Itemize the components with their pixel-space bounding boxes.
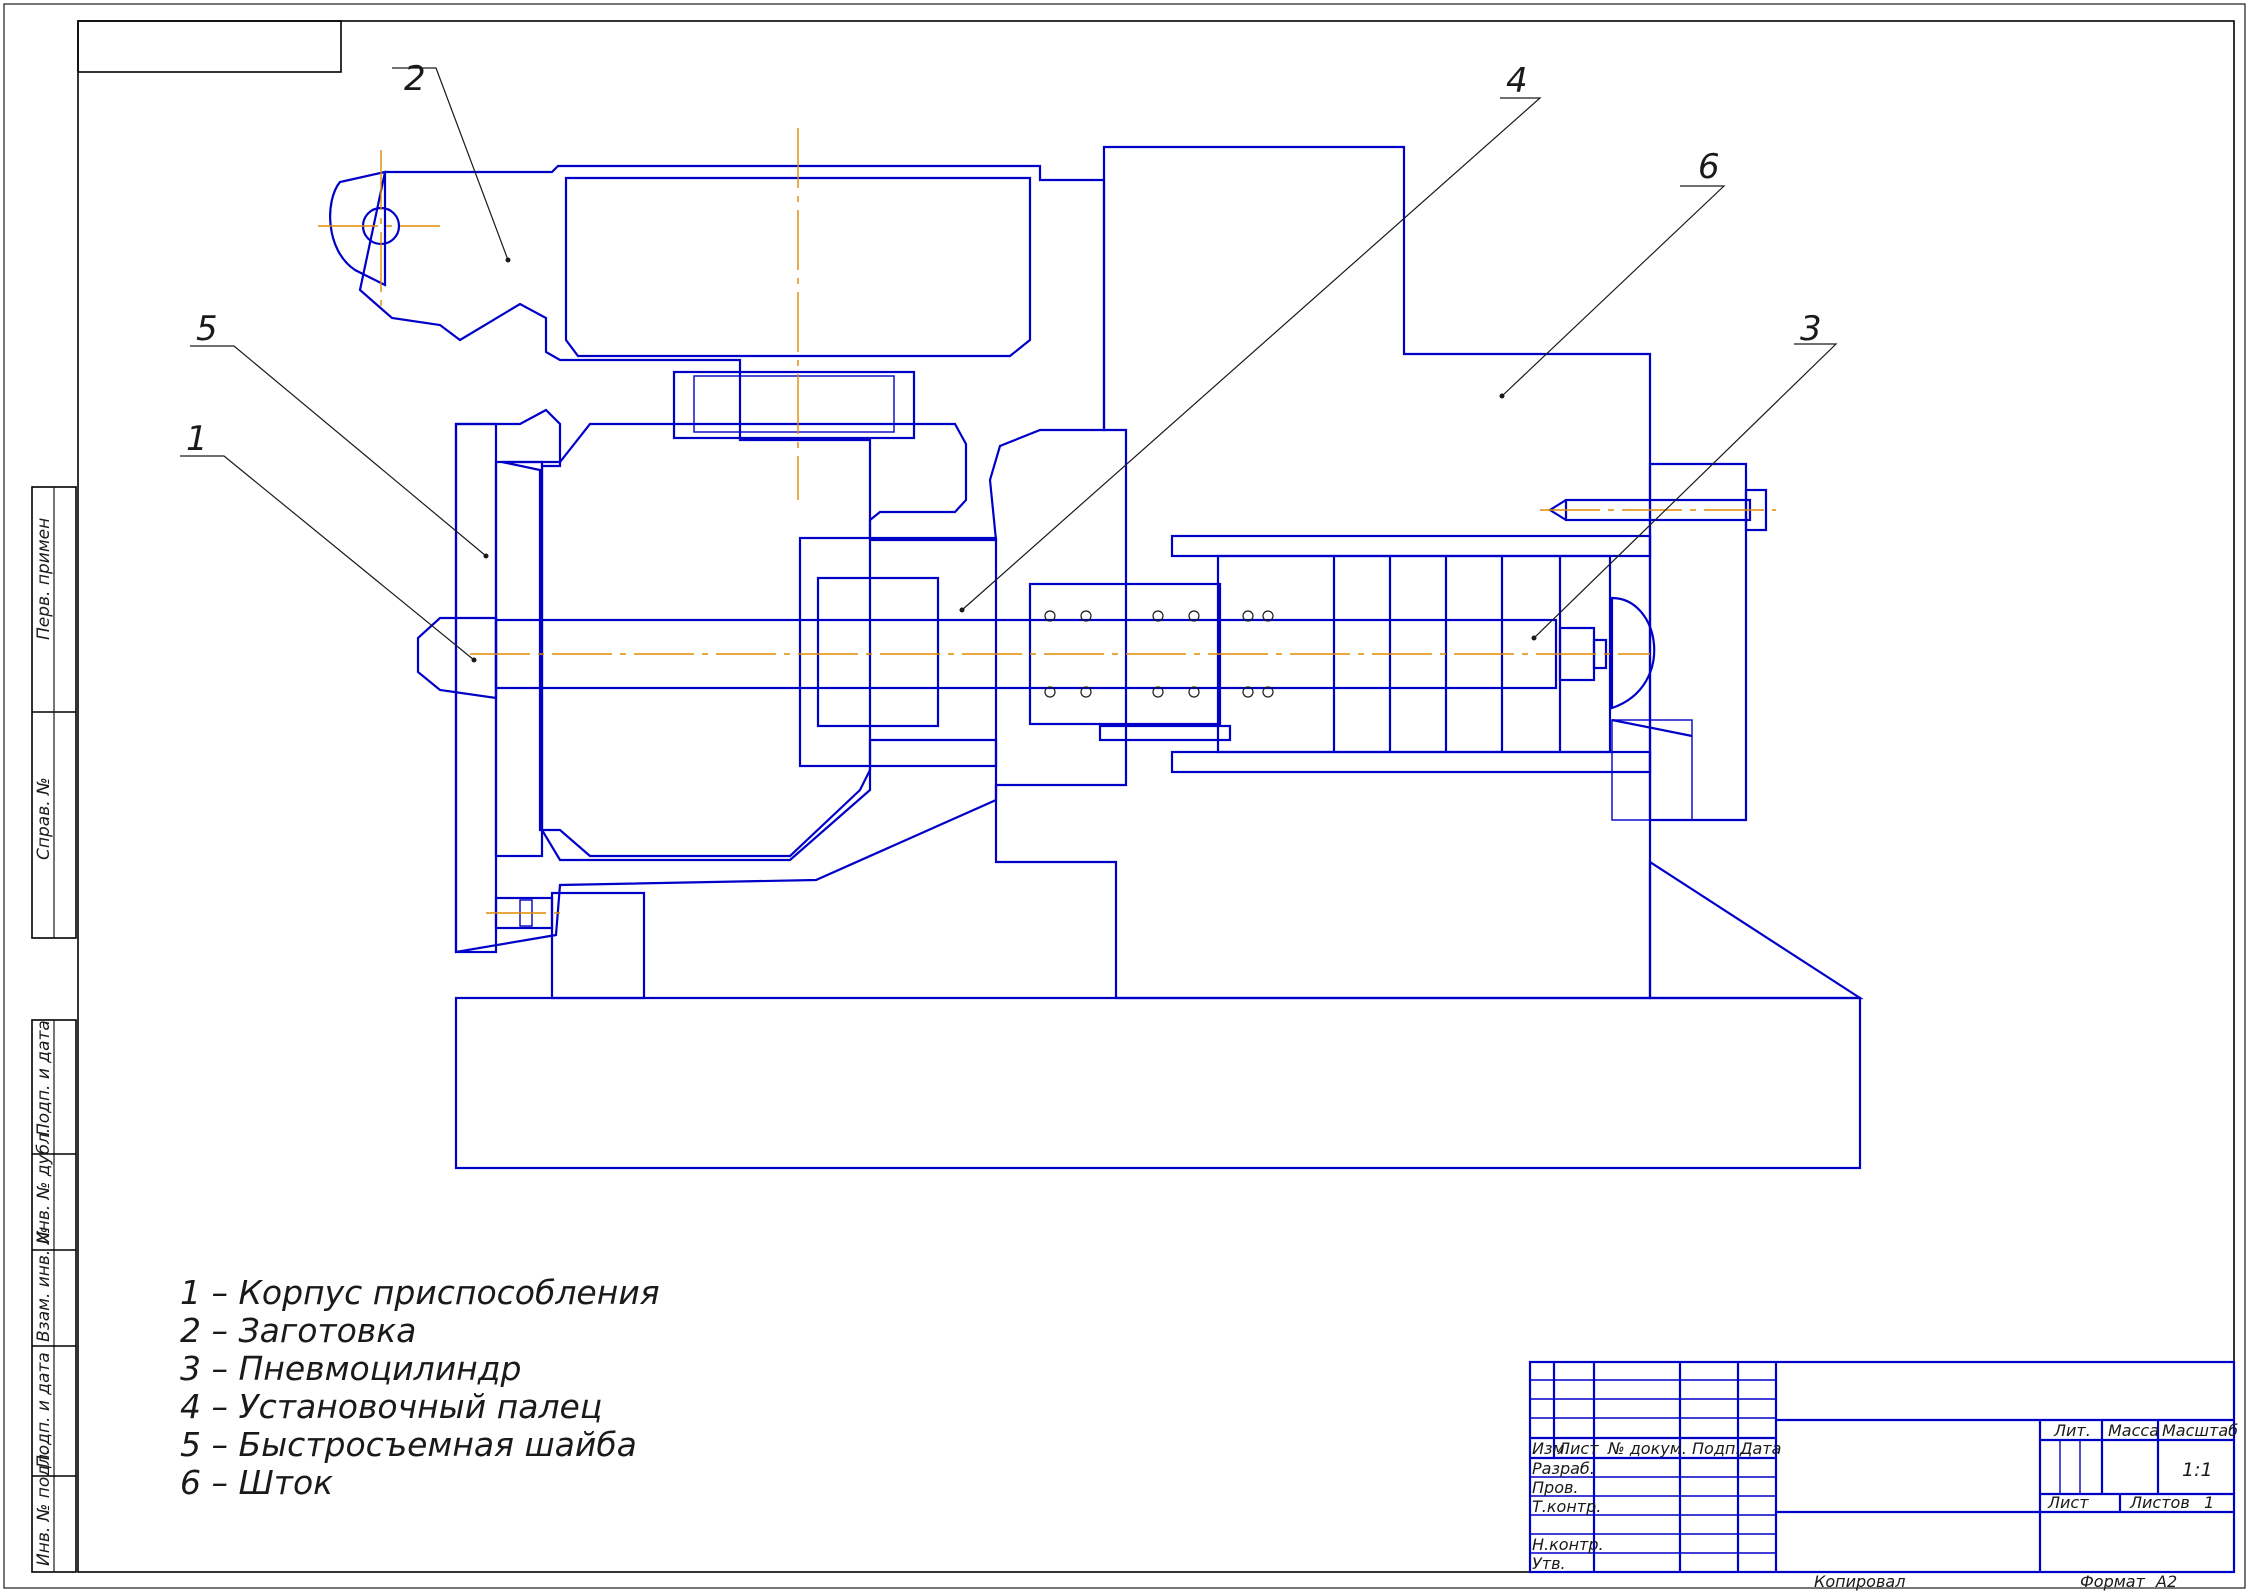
legend-item-1: 1 – Корпус приспособления <box>180 1273 660 1312</box>
callout-6: 1 <box>186 419 208 459</box>
top-left-stamp-box <box>77 20 342 73</box>
col-dokum: № докум. <box>1607 1439 1687 1458</box>
listov-label: Листов <box>2129 1493 2190 1512</box>
side-podp-data-bottom: Подп. и дата <box>34 1352 54 1468</box>
base-plate <box>454 996 1862 1170</box>
col-izm: Изм. <box>1532 1439 1570 1458</box>
scale-value: 1:1 <box>2182 1459 2213 1481</box>
legend-item-2: 2 – Заготовка <box>180 1311 416 1350</box>
legend-item-3: 3 – Пневмоцилиндр <box>180 1349 522 1388</box>
cylinder-bore-lower-liner <box>1170 750 1652 774</box>
side-stamp: Перв. примен Справ. № Подп. и дата Инв. … <box>31 486 77 1573</box>
col-list: Лист <box>1557 1439 1599 1458</box>
workpiece-bore <box>564 176 1032 358</box>
callout-5: 5 <box>196 309 218 349</box>
fixture-body <box>994 145 1652 1000</box>
spring-coils <box>1044 610 1274 698</box>
cylinder-end-cap <box>1648 462 1748 822</box>
outer-frame <box>3 3 2246 1589</box>
row-nkontr: Н.контр. <box>1532 1535 1604 1554</box>
workpiece-lug <box>329 170 387 287</box>
col-podp: Подп. <box>1692 1439 1740 1458</box>
leader-lines <box>180 67 1838 663</box>
row-razrab: Разраб. <box>1532 1459 1595 1478</box>
side-perv-primen: Перв. примен <box>34 518 54 640</box>
legend-item-4: 4 – Установочный палец <box>180 1387 602 1426</box>
guide-pin <box>1098 724 1232 742</box>
title-block: Изм. Лист № докум. Подп. Дата Разраб. Пр… <box>1528 1360 2238 1591</box>
lit-header: Лит. <box>2053 1421 2091 1440</box>
col-data: Дата <box>1739 1439 1781 1458</box>
legend-item-5: 5 – Быстросъемная шайба <box>180 1425 637 1464</box>
locating-pin-bushing <box>798 536 998 768</box>
angle-support <box>1648 859 1864 1000</box>
callout-4: 4 <box>1506 61 1528 101</box>
format-label: Формат <box>2080 1572 2146 1591</box>
listov-value: 1 <box>2204 1493 2214 1512</box>
list-label: Лист <box>2047 1493 2089 1512</box>
end-cap-dome <box>1610 596 1656 710</box>
side-inv-dubl: Инв. № дубл. <box>34 1128 54 1244</box>
cavity-wall-liner <box>494 460 544 858</box>
workpiece-lower <box>454 408 998 954</box>
side-podp-data-top: Подп. и дата <box>34 1020 54 1136</box>
masshtab-header: Масштаб <box>2162 1421 2238 1440</box>
end-cap-recess <box>1611 719 1693 821</box>
bushing-bore <box>816 576 940 728</box>
row-utv: Утв. <box>1532 1554 1566 1573</box>
callout-1: 6 <box>1698 147 1720 187</box>
workpiece-cavity <box>501 422 968 858</box>
legend-item-6: 6 – Шток <box>180 1463 333 1502</box>
workpiece-upper <box>358 164 1106 542</box>
kopiroval: Копировал <box>1814 1572 1905 1591</box>
callout-2: 2 <box>404 59 426 99</box>
cylinder-bore-upper-liner <box>1170 534 1652 558</box>
parts-legend: 1 – Корпус приспособления 2 – Заготовка … <box>180 1273 660 1502</box>
row-tkontr: Т.контр. <box>1532 1497 1601 1516</box>
lower-support <box>550 891 646 1000</box>
callout-3: 3 <box>1800 309 1822 349</box>
bore-step <box>672 370 916 440</box>
massa-header: Масса <box>2108 1421 2159 1440</box>
format-value: A2 <box>2155 1572 2177 1591</box>
end-cap-slope <box>1611 718 1693 738</box>
row-prov: Пров. <box>1532 1478 1579 1497</box>
side-inv-podl: Инв. № подл. <box>34 1449 54 1566</box>
quick-release-washer <box>454 422 498 954</box>
stem-nose <box>416 616 498 700</box>
side-vzam-inv: Взам. инв. № <box>34 1227 54 1342</box>
inner-frame <box>77 20 2235 1573</box>
bore-step-inner <box>693 375 895 433</box>
side-sprav-no: Справ. № <box>34 777 54 860</box>
fixture-assembly: 6 2 3 4 5 1 <box>180 59 1864 1170</box>
